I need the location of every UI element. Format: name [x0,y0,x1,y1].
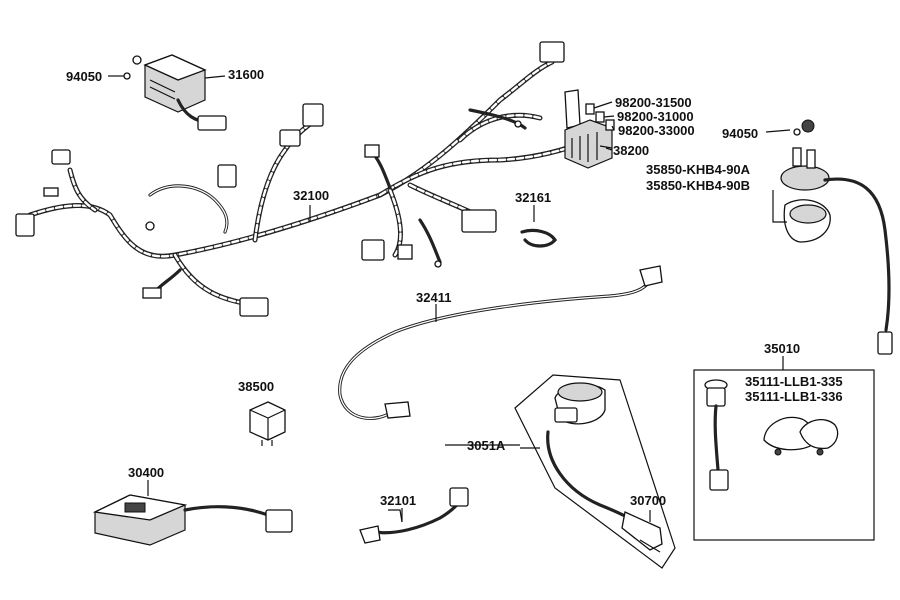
bolt-icon [123,72,131,80]
label-98200-31000: 98200-31000 [617,109,694,124]
ring-terminal-icon [145,221,155,231]
connector-icon [43,187,59,197]
flasher-relay[interactable] [249,401,286,446]
connector-icon [397,244,413,260]
terminal-icon [359,525,381,544]
ignition-coil-group[interactable] [514,374,676,569]
terminal-icon [792,147,802,167]
starter-relay[interactable] [772,119,893,355]
label-30400: 30400 [128,465,164,480]
label-35850-khb4-90a: 35850-KHB4-90A [646,162,751,177]
washer-icon [132,55,142,65]
bolt-icon [774,448,782,456]
label-38500: 38500 [238,379,274,394]
connector-icon [142,287,162,299]
connector-icon [15,213,35,237]
fuse-icon [585,103,595,115]
label-35111-llb1-336: 35111-LLB1-336 [745,389,843,404]
label-32411: 32411 [416,290,451,305]
connector-icon [51,149,71,165]
label-38200: 38200 [613,143,649,158]
connector-icon [279,129,301,147]
label-plate-icon [124,502,146,513]
connector-icon [239,297,269,317]
connector-icon [217,164,237,188]
battery-cable[interactable] [338,265,663,420]
regulator-rectifier[interactable] [123,54,227,131]
label-98200-31500: 98200-31500 [615,95,692,110]
part-labels: 94050 31600 32100 98200-31500 98200-3100… [66,67,843,508]
connector-icon [197,115,227,131]
label-94050-right: 94050 [722,126,758,141]
connector-icon [361,239,385,261]
label-98200-33000: 98200-33000 [618,123,695,138]
connector-icon [265,509,293,533]
cable-tie[interactable] [520,205,557,248]
connector-icon [539,41,565,63]
label-32100: 32100 [293,188,329,203]
connector-icon [709,469,729,491]
label-32101: 32101 [380,493,416,508]
terminal-icon [806,149,816,169]
label-35111-llb1-335: 35111-LLB1-335 [745,374,843,389]
washer-icon [793,128,801,136]
connector-icon [364,144,380,158]
leader-lines [108,75,791,522]
cdi-unit[interactable] [92,480,293,546]
label-94050-left: 94050 [66,69,102,84]
ring-terminal-icon [434,260,442,268]
fuse-icon [605,119,615,131]
ring-terminal-icon [514,120,522,128]
label-30700: 30700 [630,493,666,508]
label-32161: 32161 [515,190,551,205]
nut-icon [801,119,815,133]
label-3051a: 3051A [467,438,506,453]
connector-icon [449,487,469,507]
main-wire-harness[interactable] [15,41,593,317]
ground-cable[interactable] [359,487,469,544]
bolt-icon [816,448,824,456]
label-31600: 31600 [228,67,264,82]
terminal-icon [639,265,663,287]
fuse-icon [595,111,605,123]
terminal-icon [384,401,411,419]
connector-icon [302,103,324,127]
label-35850-khb4-90b: 35850-KHB4-90B [646,178,750,193]
label-35010: 35010 [764,341,800,356]
fuse-box[interactable] [564,89,615,169]
switch-horn-group[interactable] [693,356,875,541]
connector-icon [877,331,893,355]
connector-icon [461,209,497,233]
